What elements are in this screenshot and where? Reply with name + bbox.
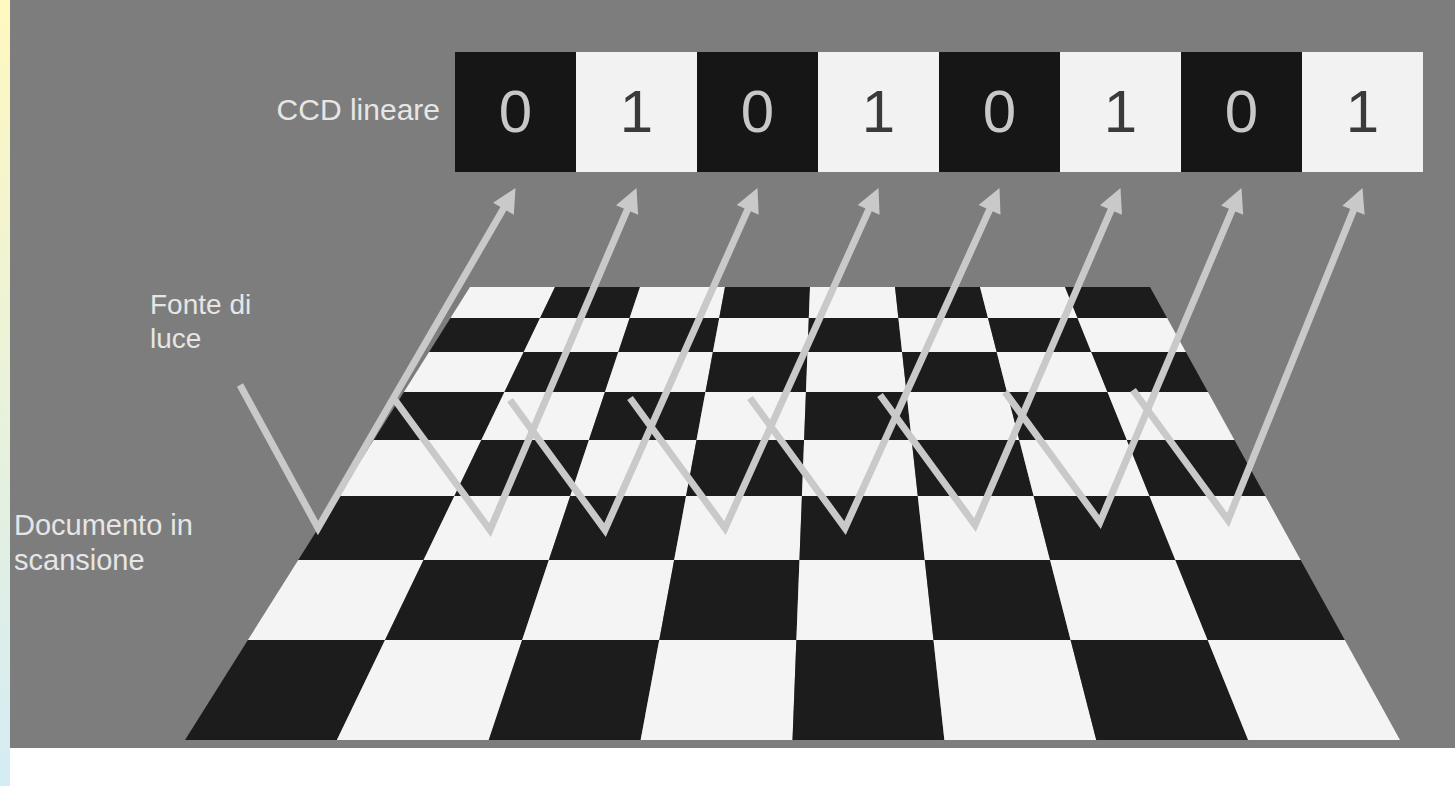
ray-arrowhead — [1221, 188, 1243, 215]
light-rays — [240, 188, 1365, 530]
board-square — [618, 318, 719, 352]
edge-strip — [0, 0, 10, 786]
bit-value: 1 — [620, 82, 653, 142]
board-square — [898, 318, 996, 352]
board-square — [1078, 318, 1186, 352]
light-ray — [750, 204, 992, 528]
board-square — [450, 287, 555, 318]
board-square — [1065, 287, 1167, 318]
light-ray — [880, 205, 1113, 525]
board-square — [429, 318, 540, 352]
ccd-cell: 0 — [697, 52, 818, 172]
board-square — [906, 392, 1019, 440]
bit-value: 1 — [1104, 82, 1137, 142]
board-square — [799, 496, 924, 560]
board-square — [719, 287, 810, 318]
ray-arrowhead — [1100, 188, 1122, 215]
ccd-cell: 1 — [1060, 52, 1181, 172]
light-ray — [510, 204, 750, 530]
board-square — [404, 352, 524, 392]
bit-value: 0 — [741, 82, 774, 142]
ccd-label: CCD lineare — [240, 92, 440, 128]
light-ray — [240, 204, 506, 528]
board-square — [1149, 496, 1300, 560]
ray-arrowhead — [616, 188, 638, 215]
board-square — [1175, 560, 1344, 640]
checkerboard-document — [185, 287, 1400, 740]
light-ray — [1133, 205, 1356, 520]
board-square — [925, 560, 1071, 640]
board-square — [1091, 352, 1208, 392]
document-label: Documento in scansione — [14, 508, 264, 578]
ray-arrowhead — [858, 188, 880, 215]
board-square — [1208, 640, 1400, 740]
ray-arrowhead — [493, 188, 515, 215]
board-square — [659, 560, 799, 640]
ccd-cell: 1 — [1302, 52, 1423, 172]
board-square — [807, 318, 902, 352]
board-square — [793, 640, 945, 740]
board-square — [806, 352, 907, 392]
bit-value: 0 — [499, 82, 532, 142]
ccd-cell: 1 — [818, 52, 939, 172]
ray-arrowhead — [1342, 188, 1364, 215]
light-source-label: Fonte di luce — [150, 288, 280, 355]
board-square — [988, 318, 1091, 352]
board-square — [933, 640, 1096, 740]
ccd-cell: 0 — [1181, 52, 1302, 172]
bit-value: 0 — [1225, 82, 1258, 142]
ray-arrowhead — [979, 188, 1001, 215]
bit-value: 0 — [983, 82, 1016, 142]
bit-value: 1 — [1346, 82, 1379, 142]
light-ray — [1005, 205, 1234, 522]
light-ray — [395, 205, 629, 530]
board-square — [641, 640, 797, 740]
board-square — [489, 640, 660, 740]
board-square — [796, 560, 933, 640]
board-square — [997, 352, 1108, 392]
gray-ground — [0, 0, 1455, 748]
board-square — [713, 318, 809, 352]
ccd-cell: 0 — [939, 52, 1060, 172]
bit-value: 1 — [862, 82, 895, 142]
board-square — [522, 560, 674, 640]
ccd-cell: 0 — [455, 52, 576, 172]
board-square — [1107, 392, 1234, 440]
light-ray — [630, 204, 871, 528]
ccd-cell: 1 — [576, 52, 697, 172]
board-square — [385, 560, 549, 640]
ray-arrowhead — [737, 188, 759, 215]
board-square — [605, 352, 713, 392]
